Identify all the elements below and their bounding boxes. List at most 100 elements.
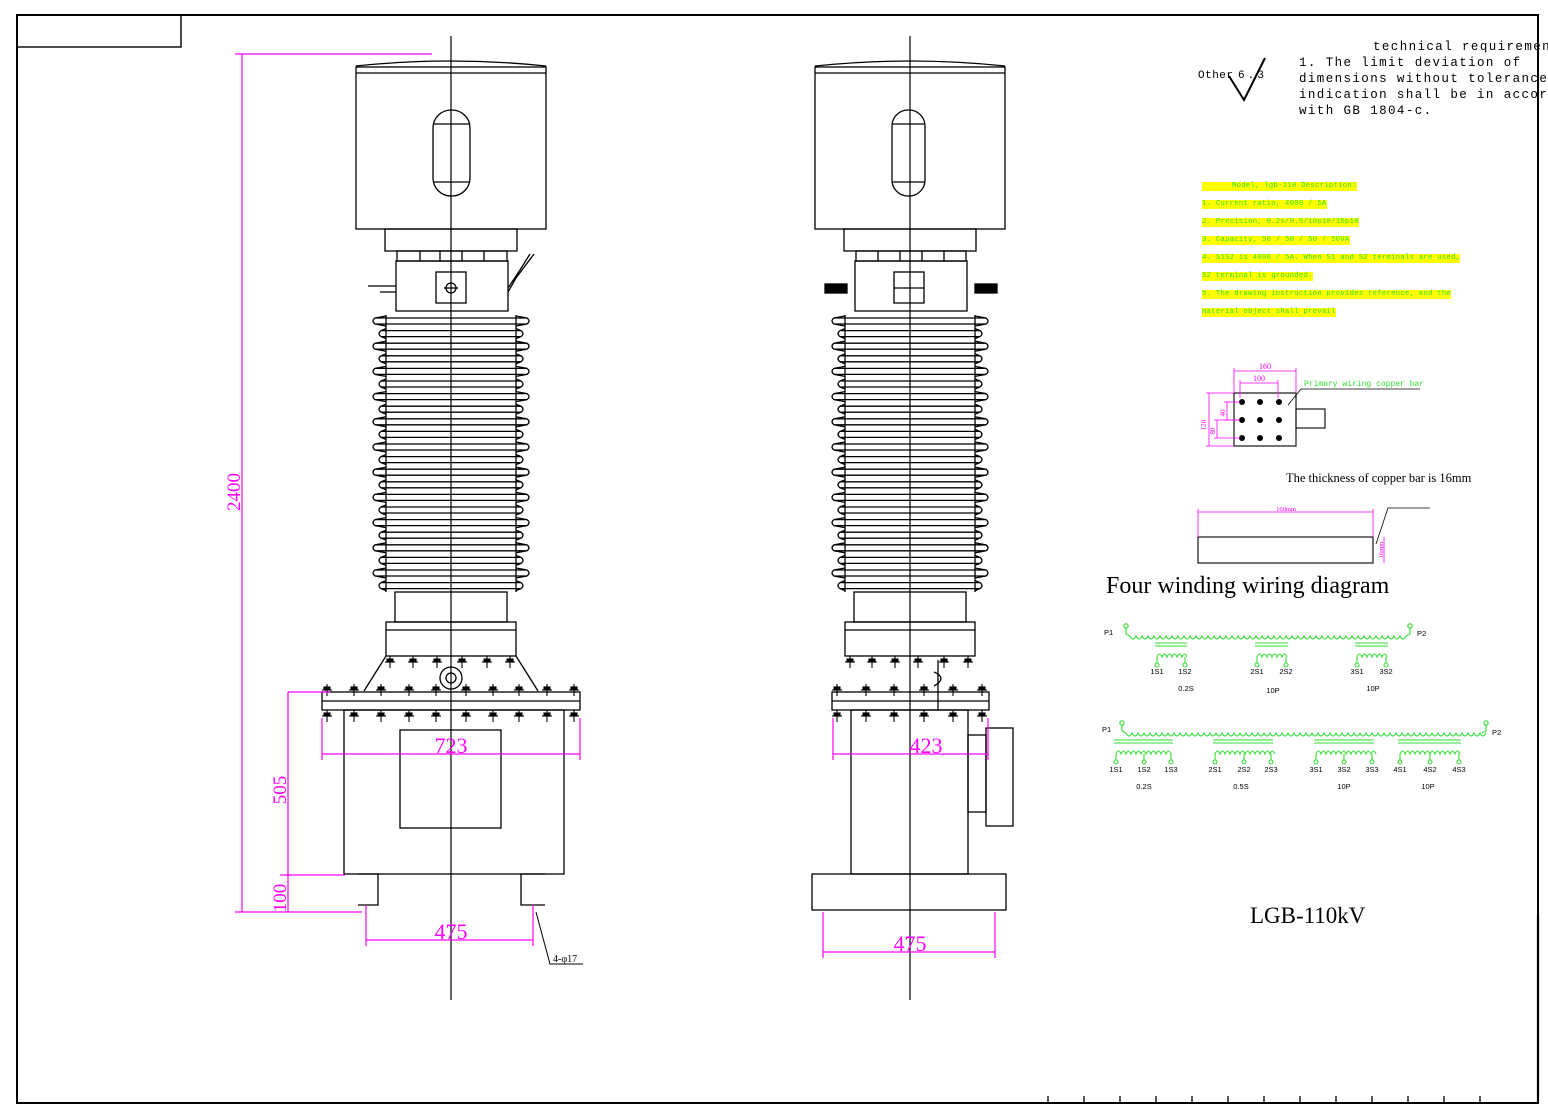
technical-requirement: technical requirement 1. The limit devia… (1299, 39, 1548, 119)
side-terminal-right (974, 283, 998, 294)
secondary-terminal (1241, 759, 1247, 765)
bolt-nut (570, 712, 578, 717)
roughness-symbol (1228, 57, 1266, 103)
front-right-foot (520, 873, 545, 906)
dim-base-505: 505 (270, 776, 291, 805)
wiring1-terminal-6: 3S2 (1379, 667, 1392, 676)
bolt-nut (432, 712, 440, 717)
primary-terminal (1119, 720, 1125, 726)
secondary-terminal (1354, 662, 1360, 668)
secondary-terminal (1168, 759, 1174, 765)
dim-bar-120: 120 (1200, 419, 1208, 430)
dimension-lines (235, 53, 996, 958)
primary-terminal (1483, 720, 1489, 726)
primary-coil (1125, 731, 1487, 737)
secondary-terminal (1254, 662, 1260, 668)
secondary-terminal (1341, 759, 1347, 765)
secondary-terminal (1283, 662, 1289, 668)
primary-lead (1121, 725, 1127, 734)
secondary-coil (1256, 653, 1288, 659)
dim-side-flange-423: 423 (910, 733, 943, 758)
wiring2-p2: P2 (1492, 728, 1501, 737)
secondary-coil (1356, 653, 1388, 659)
wiring2-p1: P1 (1102, 725, 1111, 734)
dim-foot-100: 100 (270, 884, 291, 913)
model-label: LGB-110kV (1250, 903, 1366, 928)
description-line-6: 5. The drawing instruction provides refe… (1202, 290, 1452, 300)
secondary-terminal (1182, 662, 1188, 668)
wiring2-terminal-7: 3S1 (1309, 765, 1322, 774)
wiring2-class-3: 10P (1337, 782, 1350, 791)
technical-requirement-line-2: dimensions without tolerance (1299, 72, 1548, 86)
description-line-7: material object shall prevail (1202, 308, 1336, 318)
secondary-terminal (1369, 759, 1375, 765)
bolt-nut (377, 712, 385, 717)
copper-bar-dims (1206, 368, 1297, 447)
bottom-ticks (1047, 1096, 1481, 1103)
wiring2-terminal-10: 4S1 (1393, 765, 1406, 774)
copper-bar-hole (1239, 399, 1245, 405)
wiring2-terminal-8: 3S2 (1337, 765, 1350, 774)
bolt-nut (833, 686, 841, 691)
wiring-diagram-title: Four winding wiring diagram (1106, 573, 1390, 599)
secondary-terminal (1113, 759, 1119, 765)
drawing-frame (16, 14, 1539, 1104)
wiring2-terminal-2: 1S2 (1137, 765, 1150, 774)
bolt-nut (515, 686, 523, 691)
secondary-terminal (1141, 759, 1147, 765)
bolt-nut (891, 658, 899, 663)
secondary-coil (1214, 750, 1276, 756)
secondary-coil (1399, 750, 1461, 756)
primary-terminal (1123, 623, 1129, 629)
bolt-nut (846, 658, 854, 663)
bolt-nut (462, 712, 470, 717)
dim-holes: 4-φ17 (553, 954, 577, 965)
wiring2-terminal-1: 1S1 (1109, 765, 1122, 774)
copper-bar-hole (1239, 417, 1245, 423)
roughness-label: Other (1198, 70, 1234, 82)
bolt-nut (377, 686, 385, 691)
wiring2-terminal-4: 2S1 (1208, 765, 1221, 774)
bolt-nut (323, 712, 331, 717)
wiring1-class-1: 0.2S (1178, 684, 1193, 693)
bolt-nut (833, 712, 841, 717)
description-line-2: 2. Precision, 0.2s/0.5/10p10/10p10 (1202, 218, 1359, 228)
wiring1-p1: P1 (1104, 628, 1113, 637)
copper-bar-hole (1276, 417, 1282, 423)
wiring-diagram-4-winding (1113, 720, 1489, 765)
dim-bar-100: 100 (1253, 374, 1265, 383)
wiring2-terminal-9: 3S3 (1365, 765, 1378, 774)
wiring1-terminal-5: 3S1 (1350, 667, 1363, 676)
bolt-nut (506, 658, 514, 663)
bolt-nut (868, 658, 876, 663)
wiring1-terminal-2: 1S2 (1178, 667, 1191, 676)
primary-lead (1481, 725, 1487, 734)
side-base-plate (811, 873, 1007, 911)
dim-bar-160mm: 160mm (1276, 506, 1296, 513)
secondary-terminal (1268, 759, 1274, 765)
bolt-nut (515, 712, 523, 717)
bolt-nut (978, 686, 986, 691)
bolt-nut (489, 686, 497, 691)
copper-bar-hole (1239, 435, 1245, 441)
dim-front-flange-723: 723 (435, 733, 468, 758)
side-head-window (891, 109, 926, 197)
title-block-corner (16, 14, 182, 48)
primary-lead (1125, 628, 1131, 637)
description-line-3: 3. Capacity, 50 / 50 / 50 / 50VA (1202, 236, 1350, 246)
secondary-terminal (1313, 759, 1319, 765)
bolt-nut (914, 658, 922, 663)
description-line-4: 4. S1S2 is 4000 / 5A. When S1 and S2 ter… (1202, 254, 1461, 264)
secondary-terminal (1427, 759, 1433, 765)
dim-bar-80: 80 (1209, 427, 1217, 435)
bolt-nut (978, 712, 986, 717)
bolt-nut (489, 712, 497, 717)
bolt-nut (350, 712, 358, 717)
description-line-5: S2 terminal is grounded. (1202, 272, 1313, 282)
primary-terminal (1407, 623, 1413, 629)
dim-side-base-475: 475 (894, 931, 927, 956)
bolt-nut (890, 712, 898, 717)
bolt-nut (350, 686, 358, 691)
secondary-coil (1315, 750, 1377, 756)
dim-bar-40: 40 (1219, 409, 1227, 417)
